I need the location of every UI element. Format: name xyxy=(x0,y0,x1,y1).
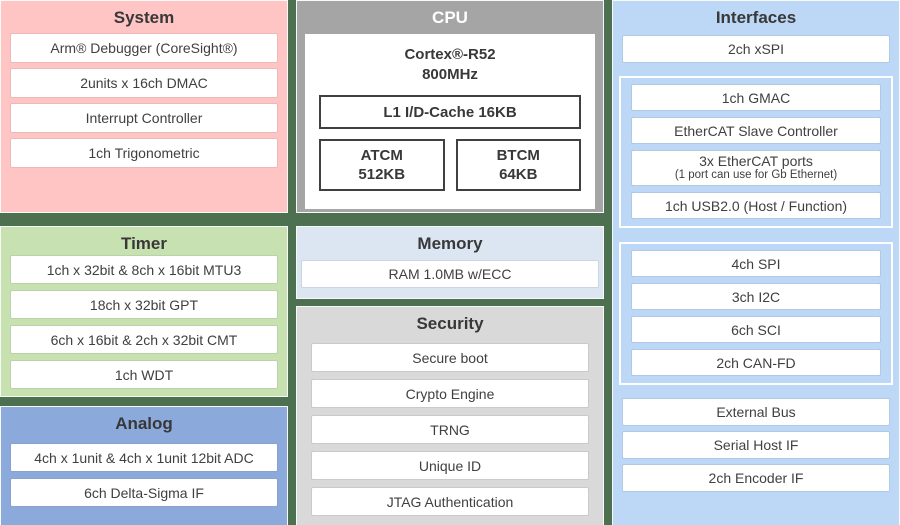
btcm-name: BTCM xyxy=(496,147,540,164)
cpu-atcm-box: ATCM 512KB xyxy=(319,139,445,191)
system-title: System xyxy=(113,8,175,27)
interfaces-item-spi: 4ch SPI xyxy=(632,251,880,276)
ethercat-ports-label: 3x EtherCAT ports xyxy=(699,153,813,169)
security-title: Security xyxy=(416,314,484,333)
interfaces-item-i2c: 3ch I2C xyxy=(632,284,880,309)
atcm-name: ATCM xyxy=(360,147,403,164)
ethercat-ports-note: (1 port can use for Gb Ethernet) xyxy=(674,169,838,181)
interfaces-ethernet-group: 1ch GMAC EtherCAT Slave Controller 3x Et… xyxy=(619,76,893,228)
interfaces-item-external-bus: External Bus xyxy=(623,399,889,425)
section-interfaces: Interfaces 2ch xSPI 1ch GMAC EtherCAT Sl… xyxy=(612,0,900,525)
memory-item-ram: RAM 1.0MB w/ECC xyxy=(302,261,598,287)
interfaces-item-ethercat-slave: EtherCAT Slave Controller xyxy=(632,118,880,143)
btcm-size: 64KB xyxy=(499,166,538,183)
cpu-core-name: Cortex®-R52 800MHz xyxy=(305,45,595,85)
security-item-jtag-authentication: JTAG Authentication xyxy=(312,488,588,515)
interfaces-item-xspi: 2ch xSPI xyxy=(623,36,889,62)
cpu-title: CPU xyxy=(432,8,468,27)
interfaces-item-serial-host-if: Serial Host IF xyxy=(623,432,889,458)
cpu-core-model: Cortex®-R52 xyxy=(404,46,496,63)
atcm-size: 512KB xyxy=(358,166,406,183)
cpu-core-frequency: 800MHz xyxy=(422,66,478,83)
interfaces-item-usb: 1ch USB2.0 (Host / Function) xyxy=(632,193,880,218)
section-timer: Timer 1ch x 32bit & 8ch x 16bit MTU3 18c… xyxy=(0,226,288,397)
interfaces-item-gmac: 1ch GMAC xyxy=(632,85,880,110)
interfaces-serial-group: 4ch SPI 3ch I2C 6ch SCI 2ch CAN-FD xyxy=(619,242,893,385)
cpu-btcm-box: BTCM 64KB xyxy=(455,139,581,191)
security-item-unique-id: Unique ID xyxy=(312,452,588,479)
interfaces-item-canfd: 2ch CAN-FD xyxy=(632,350,880,375)
section-cpu: CPU Cortex®-R52 800MHz L1 I/D-Cache 16KB… xyxy=(296,0,604,213)
section-analog: Analog 4ch x 1unit & 4ch x 1unit 12bit A… xyxy=(0,406,288,525)
cpu-l1-cache-box: L1 I/D-Cache 16KB xyxy=(319,95,581,129)
analog-item-delta-sigma: 6ch Delta-Sigma IF xyxy=(11,479,277,506)
interfaces-item-encoder-if: 2ch Encoder IF xyxy=(623,465,889,491)
interfaces-item-ethercat-ports: 3x EtherCAT ports (1 port can use for Gb… xyxy=(632,151,880,185)
timer-item-gpt: 18ch x 32bit GPT xyxy=(11,291,277,318)
timer-item-cmt: 6ch x 16bit & 2ch x 32bit CMT xyxy=(11,326,277,353)
security-item-crypto-engine: Crypto Engine xyxy=(312,380,588,407)
system-item-trigonometric: 1ch Trigonometric xyxy=(11,139,277,167)
cpu-tcm-row: ATCM 512KB BTCM 64KB xyxy=(319,139,581,191)
system-item-dmac: 2units x 16ch DMAC xyxy=(11,69,277,97)
interfaces-item-sci: 6ch SCI xyxy=(632,317,880,342)
system-item-arm-debugger: Arm® Debugger (CoreSight®) xyxy=(11,34,277,62)
timer-item-wdt: 1ch WDT xyxy=(11,361,277,388)
cpu-core-panel: Cortex®-R52 800MHz L1 I/D-Cache 16KB ATC… xyxy=(305,34,595,209)
section-memory: Memory RAM 1.0MB w/ECC xyxy=(296,226,604,299)
interfaces-title: Interfaces xyxy=(715,8,797,27)
timer-item-mtu3: 1ch x 32bit & 8ch x 16bit MTU3 xyxy=(11,256,277,283)
analog-title: Analog xyxy=(115,414,173,433)
section-security: Security Secure boot Crypto Engine TRNG … xyxy=(296,306,604,525)
timer-title: Timer xyxy=(121,234,167,253)
analog-item-adc: 4ch x 1unit & 4ch x 1unit 12bit ADC xyxy=(11,444,277,471)
section-system: System Arm® Debugger (CoreSight®) 2units… xyxy=(0,0,288,213)
security-item-trng: TRNG xyxy=(312,416,588,443)
security-item-secure-boot: Secure boot xyxy=(312,344,588,371)
memory-title: Memory xyxy=(417,234,483,253)
system-item-interrupt-controller: Interrupt Controller xyxy=(11,104,277,132)
